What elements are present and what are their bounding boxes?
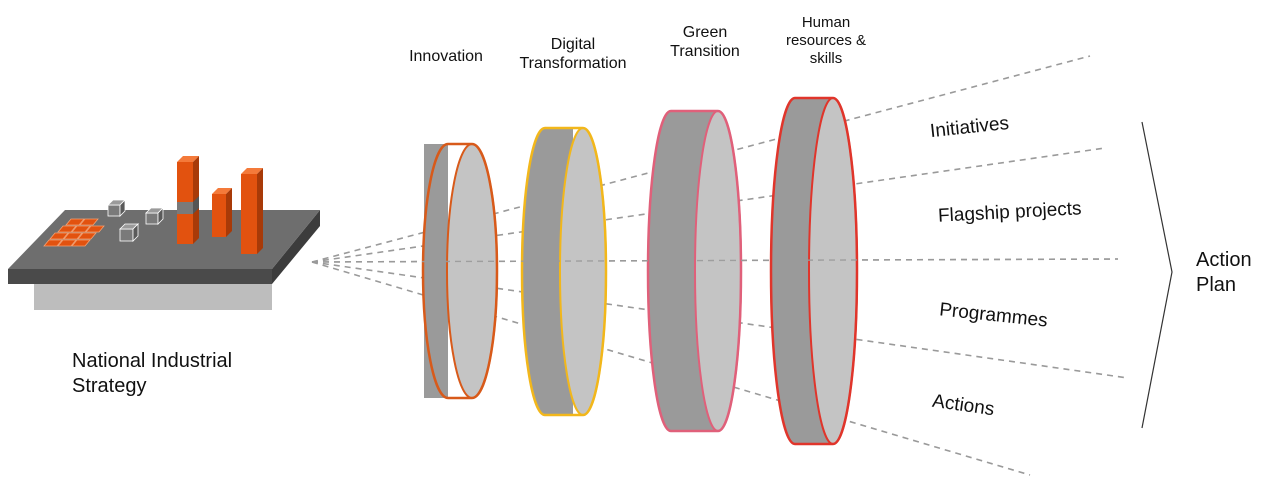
lens-label-innovation-text: Innovation [409, 48, 483, 65]
lens-green-transition [646, 109, 743, 433]
orange-towers [177, 156, 263, 254]
source-label-line2: Strategy [72, 375, 147, 397]
outcome-label-line1: Action [1196, 249, 1252, 271]
action-plan-arrow [1141, 121, 1173, 429]
lens-label-human-line2: resources & [785, 32, 867, 49]
floor-tiles [43, 218, 105, 247]
outcome-label-line2: Plan [1196, 274, 1237, 296]
lens-label-human-line3: skills [809, 50, 843, 67]
lens-label-digital-line2: Transformation [519, 55, 627, 73]
industrial-platform [8, 156, 320, 310]
lens-human-resources [769, 96, 859, 446]
lens-digital-transformation [520, 126, 608, 417]
lens-label-digital: Digital Transformation [503, 35, 643, 73]
lens-innovation [421, 142, 499, 400]
lens-label-green-line2: Transition [670, 43, 740, 61]
platform-front-side [8, 269, 272, 284]
outcome-label: Action Plan [1196, 248, 1252, 298]
lens-label-green-line1: Green [682, 24, 728, 41]
lens-label-innovation: Innovation [398, 47, 494, 66]
platform-base [34, 282, 272, 310]
grey-cubes [107, 199, 164, 242]
lens-label-digital-line1: Digital [550, 36, 596, 53]
source-label-line1: National Industrial [72, 350, 233, 372]
platform-top [8, 210, 320, 269]
lens-label-green: Green Transition [660, 23, 750, 61]
ray-center-overlay [311, 258, 1119, 263]
source-label: National Industrial Strategy [72, 349, 232, 399]
lens-label-human: Human resources & skills [772, 14, 880, 68]
platform-right-side [272, 210, 320, 284]
lens-label-human-line1: Human [801, 14, 851, 31]
